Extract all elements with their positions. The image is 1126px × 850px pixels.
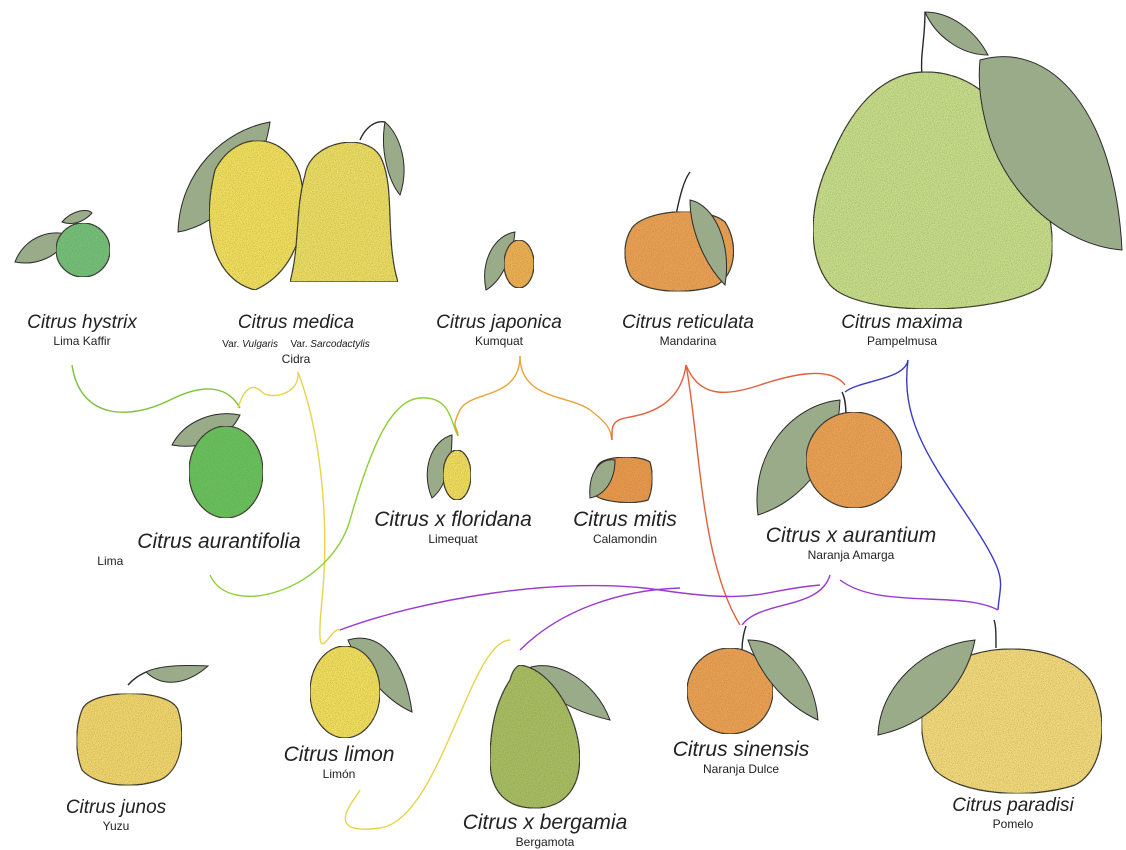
scientific-name: Citrus sinensis (673, 738, 810, 762)
fruit-mitis (590, 457, 652, 502)
link-aurantium-bergamia (520, 588, 680, 650)
scientific-name: Citrus x aurantium (766, 524, 936, 548)
label-aurantium: Citrus x aurantium Naranja Amarga (766, 524, 936, 563)
label-reticulata: Citrus reticulata Mandarina (622, 312, 754, 349)
common-name: Naranja Amarga (766, 548, 936, 563)
fruit-aurantifolia (172, 414, 263, 518)
link-maxima-aurantium (845, 360, 908, 392)
scientific-name: Citrus medica (218, 312, 374, 334)
link-medica-limon (298, 372, 340, 644)
common-name: Lima (97, 554, 300, 569)
label-paradisi: Citrus paradisi Pomelo (952, 795, 1073, 832)
fruit-body (504, 240, 534, 288)
fruit-body (77, 694, 182, 786)
leaf (925, 12, 988, 55)
scientific-name: Citrus paradisi (952, 795, 1073, 817)
fruit-japonica (485, 232, 534, 290)
fruit-body (806, 412, 902, 508)
link-reticulata-sinensis (686, 365, 740, 625)
scientific-name: Citrus hystrix (27, 312, 137, 334)
label-medica: Citrus medica Var. Vulgaris Var. Sarcoda… (218, 312, 374, 367)
fruit-bergamia (490, 665, 610, 808)
fruit-junos (77, 666, 208, 786)
scientific-name: Citrus junos (66, 797, 166, 819)
common-name: Cidra (218, 352, 374, 367)
label-sinensis: Citrus sinensis Naranja Dulce (673, 738, 810, 777)
scientific-name: Citrus maxima (841, 312, 962, 334)
link-reticulata-aurantium (686, 365, 845, 392)
link-japonica-mitis (520, 356, 612, 440)
link-aurantium-paradisi (840, 580, 998, 610)
label-limon: Citrus limon Limón (284, 743, 395, 782)
link-medica-aurantifolia (238, 372, 298, 408)
label-mitis: Citrus mitis Calamondin (573, 508, 677, 547)
scientific-name: Citrus mitis (573, 508, 677, 532)
link-limon-aurantium (340, 585, 820, 630)
common-name: Limón (284, 767, 395, 782)
variety-list: Var. Vulgaris Var. Sarcodactylis (218, 334, 374, 352)
common-name: Kumquat (436, 334, 562, 349)
fruit-body (310, 646, 380, 738)
fruit-medica (178, 122, 404, 290)
fruit-body (56, 223, 110, 277)
fruit-floridana (427, 435, 471, 500)
fruit-drawings (15, 12, 1122, 808)
fruit-body (443, 450, 471, 500)
label-bergamia: Citrus x bergamia Bergamota (463, 811, 628, 850)
scientific-name: Citrus limon (284, 743, 395, 767)
variety-vulgaris: Var. Vulgaris (222, 339, 278, 351)
scientific-name: Citrus x floridana (374, 508, 532, 532)
label-junos: Citrus junos Yuzu (66, 797, 166, 834)
fruit-body (189, 426, 263, 518)
fruit-paradisi (878, 620, 1102, 793)
fruit-maxima (813, 12, 1122, 309)
link-hystrix-aurantifolia (72, 365, 240, 412)
leaf (146, 666, 208, 683)
fruit-aurantium (757, 392, 902, 515)
scientific-name: Citrus reticulata (622, 312, 754, 334)
scientific-name: Citrus aurantifolia (137, 530, 300, 554)
fruit-hystrix (15, 210, 110, 277)
fruit-sinensis (687, 626, 818, 734)
fruit-reticulata (625, 172, 734, 291)
link-japonica-floridana (455, 356, 520, 436)
common-name: Lima Kaffir (27, 334, 137, 349)
common-name: Mandarina (622, 334, 754, 349)
scientific-name: Citrus japonica (436, 312, 562, 334)
leaf (62, 210, 92, 223)
common-name: Limequat (374, 532, 532, 547)
scientific-name: Citrus x bergamia (463, 811, 628, 835)
fruit-body-sarcodactylis (290, 142, 398, 282)
common-name: Naranja Dulce (673, 762, 810, 777)
fruit-limon (310, 638, 412, 738)
variety-sarcodactylis: Var. Sarcodactylis (290, 339, 369, 351)
fruit-body-vulgaris (209, 141, 303, 290)
common-name: Calamondin (573, 532, 677, 547)
link-aurantium-sinensis (742, 575, 830, 625)
label-japonica: Citrus japonica Kumquat (436, 312, 562, 349)
label-maxima: Citrus maxima Pampelmusa (841, 312, 962, 349)
common-name: Pomelo (952, 817, 1073, 832)
common-name: Bergamota (463, 835, 628, 850)
common-name: Yuzu (66, 819, 166, 834)
common-name: Pampelmusa (841, 334, 962, 349)
link-reticulata-mitis (612, 365, 686, 440)
link-maxima-paradisi (907, 360, 1001, 610)
label-hystrix: Citrus hystrix Lima Kaffir (27, 312, 137, 349)
label-floridana: Citrus x floridana Limequat (374, 508, 532, 547)
label-aurantifolia: Citrus aurantifolia Lima (137, 530, 300, 569)
